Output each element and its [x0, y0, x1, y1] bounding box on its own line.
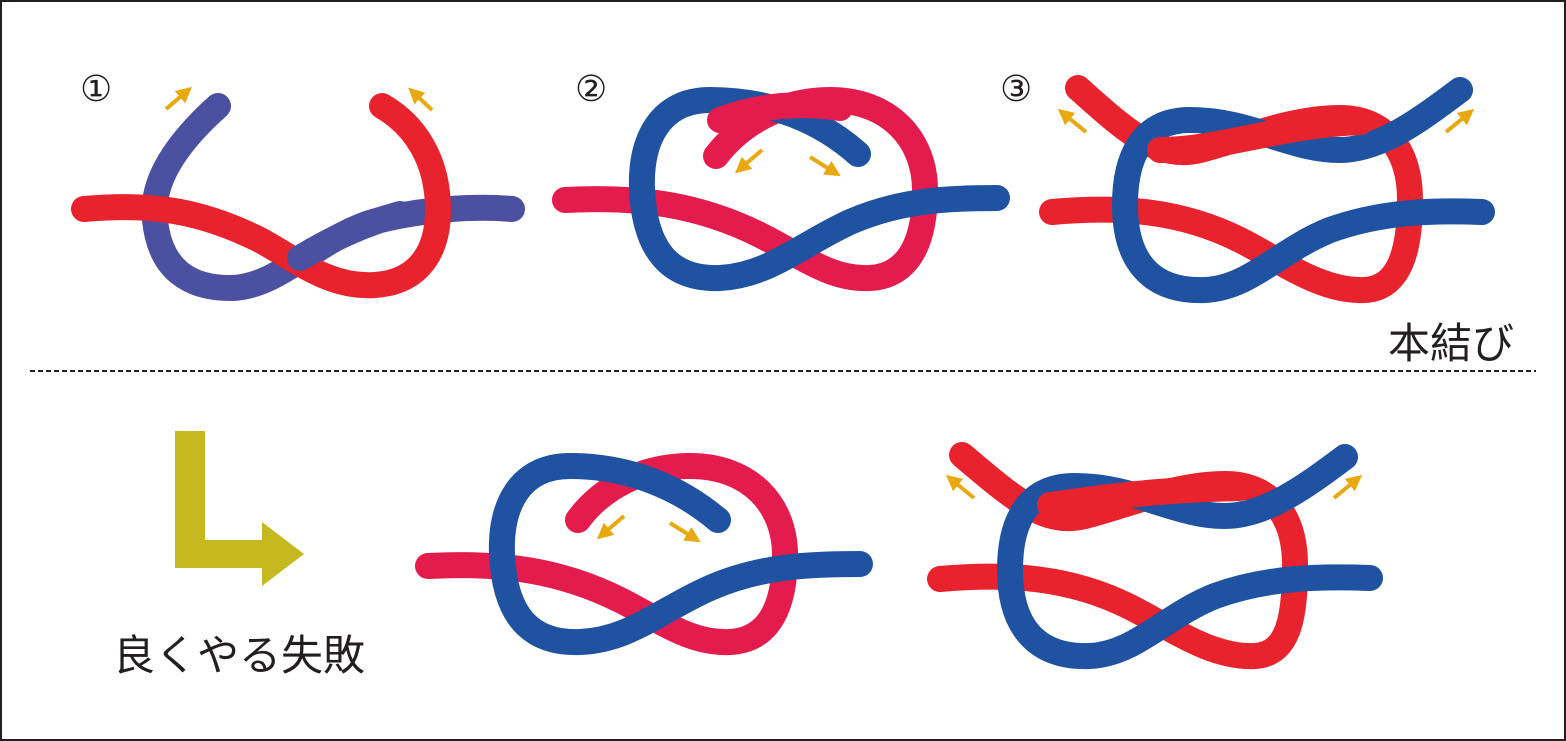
rope-red-step1: [71, 93, 452, 299]
step-number-1: ①: [80, 69, 113, 110]
knot-step-1: [71, 93, 525, 302]
arrow-step1-right: [408, 87, 434, 112]
step-number-2: ②: [575, 69, 608, 110]
step-number-3: ③: [1000, 69, 1033, 110]
rope-red-over-step3: [1147, 109, 1373, 163]
knot-mistake-2: [927, 442, 1383, 670]
rope-blue-step2: [628, 86, 1010, 292]
arrow-step3-left: [1057, 108, 1088, 134]
rope-pink-step2: [552, 86, 939, 292]
knot-step-2: [552, 86, 1010, 292]
square-knot-label: 本結び: [1387, 319, 1514, 368]
common-mistake-label: 良くやる失敗: [113, 631, 366, 680]
arrows-step-1: [164, 86, 434, 112]
rope-purple-step1: [141, 93, 525, 302]
rope-blue-step3: [1111, 77, 1495, 304]
rope-pink-over-step2: [707, 92, 853, 133]
arrows-mistake-1: [596, 514, 701, 543]
rope-pink-mistake1: [415, 452, 799, 656]
rope-blue-mistake2: [996, 444, 1383, 670]
knot-mistake-1: [415, 452, 873, 656]
arrow-step2-left: [734, 148, 764, 174]
knot-step-3: [1039, 75, 1495, 304]
big-arrow-icon: [175, 431, 304, 586]
arrow-mistake2-right: [1332, 474, 1363, 500]
rope-purple-over-step1: [287, 201, 413, 271]
arrow-mistake1-right: [668, 521, 701, 543]
rope-red-over-mistake2: [1037, 475, 1253, 518]
arrow-step3-right: [1444, 108, 1475, 134]
arrows-step-3: [1057, 108, 1475, 134]
arrow-mistake1-left: [596, 514, 626, 540]
arrow-step2-right: [808, 155, 841, 177]
rope-red-mistake2: [927, 442, 1309, 670]
rope-blue-mistake1: [488, 452, 873, 656]
arrow-mistake2-left: [945, 474, 976, 500]
arrows-step-2: [734, 148, 841, 177]
arrow-step1-left: [164, 86, 193, 111]
arrows-mistake-2: [945, 474, 1363, 500]
